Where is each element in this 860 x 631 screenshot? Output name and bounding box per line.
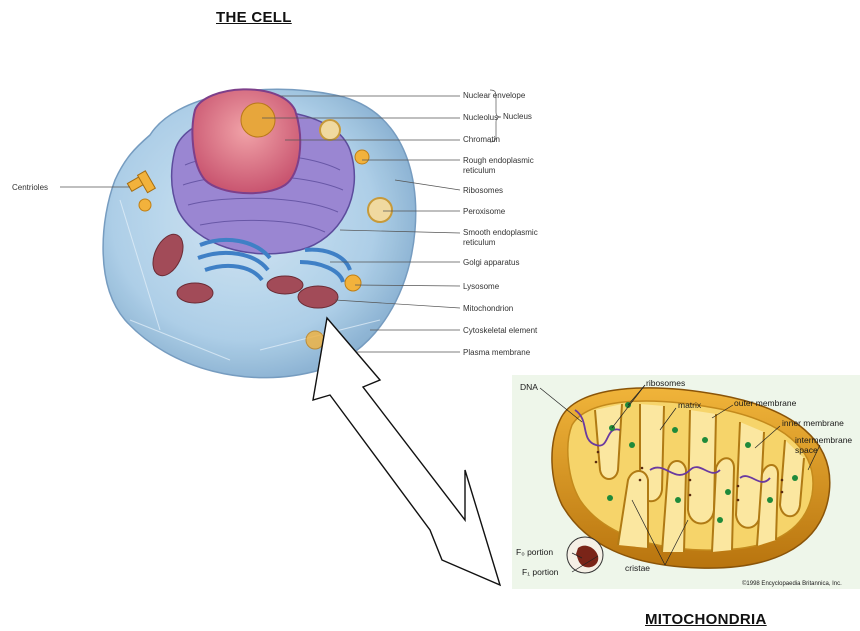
connector-arrow [313,318,500,585]
label-copyright: ©1998 Encyclopaedia Britannica, Inc. [742,579,842,589]
label-mitochondrion: Mitochondrion [463,304,513,314]
label-nuclear-envelope: Nuclear envelope [463,91,525,101]
label-outer-membrane: outer membrane [734,398,796,408]
label-rough-er-line2: reticulum [463,166,495,176]
mitochondrion-illustration [552,388,830,573]
label-centrioles: Centrioles [12,183,48,193]
label-ribosomes: Ribosomes [463,186,503,196]
label-matrix: matrix [678,400,701,410]
label-intermembrane-line2: space [795,445,818,455]
cell-illustration [103,89,416,377]
nucleolus-shape [241,103,275,137]
label-rough-er-line1: Rough endoplasmic [463,156,534,166]
label-lysosome: Lysosome [463,282,499,292]
label-cytoskeletal-element: Cytoskeletal element [463,326,537,336]
label-ribosomes-mito: ribosomes [646,378,685,388]
label-smooth-er-line2: reticulum [463,238,495,248]
label-smooth-er-line1: Smooth endoplasmic [463,228,538,238]
label-plasma-membrane: Plasma membrane [463,348,530,358]
label-golgi-apparatus: Golgi apparatus [463,258,519,268]
label-intermembrane-line1: intermembrane [795,435,852,445]
label-nucleolus: Nucleolus [463,113,498,123]
label-inner-membrane: inner membrane [782,418,844,428]
label-f0-portion: F₀ portion [516,547,553,557]
label-dna: DNA [520,382,538,392]
label-nucleus: Nucleus [503,112,532,122]
label-f1-portion: F₁ portion [522,567,558,577]
label-cristae: cristae [625,563,650,573]
label-peroxisome: Peroxisome [463,207,505,217]
label-chromatin: Chromatin [463,135,500,145]
nucleus-shape [192,89,300,193]
